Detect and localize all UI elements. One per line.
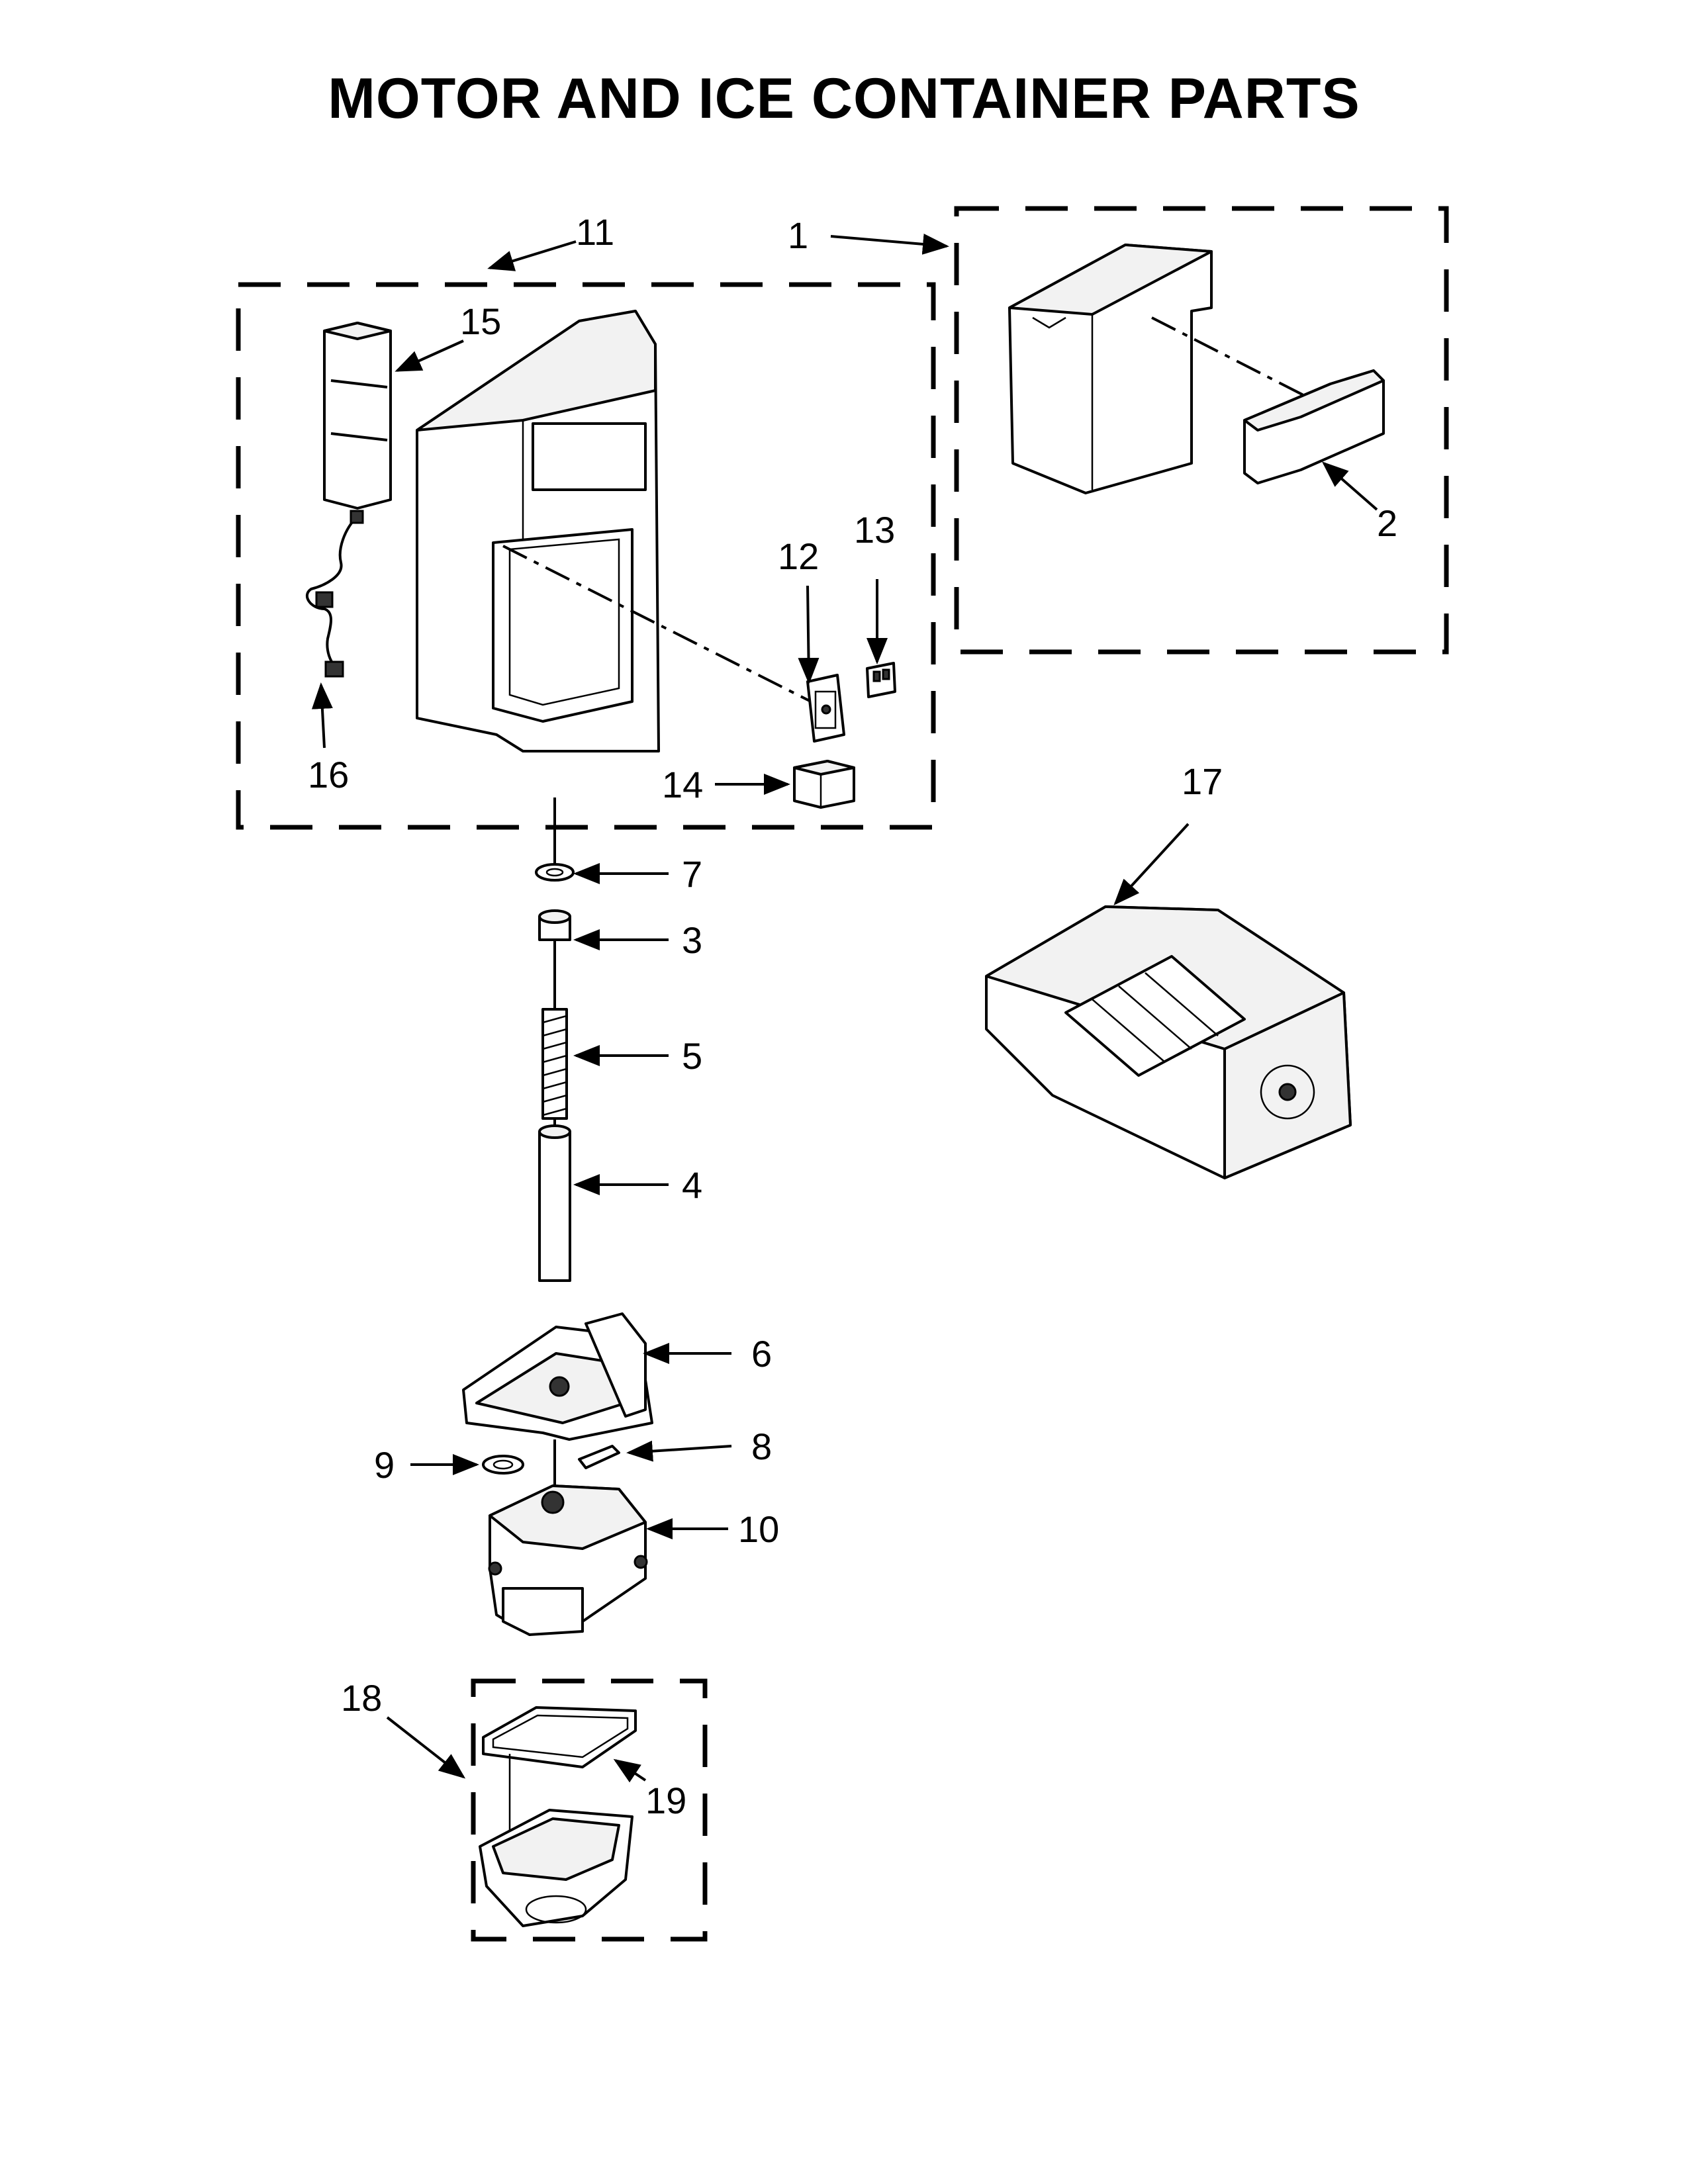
part-13-switch xyxy=(866,662,896,698)
callout-6: 6 xyxy=(751,1333,772,1375)
part-3-coupler xyxy=(538,909,571,1009)
callout-9: 9 xyxy=(374,1444,395,1486)
callout-labels: 11 1 15 2 12 13 16 14 17 7 3 5 4 6 9 8 1… xyxy=(308,211,1397,1821)
callout-2: 2 xyxy=(1377,502,1397,544)
part-1-ice-bucket xyxy=(1008,244,1308,494)
part-10-motor xyxy=(488,1439,648,1636)
callout-14: 14 xyxy=(662,764,703,805)
callout-7: 7 xyxy=(682,853,702,895)
part-9-washer xyxy=(482,1455,524,1475)
part-16-wire-harness xyxy=(305,510,364,678)
callout-4: 4 xyxy=(682,1164,702,1206)
callout-10: 10 xyxy=(738,1508,779,1550)
part-2-bucket-cap xyxy=(1243,369,1385,484)
part-12-switch-bracket xyxy=(806,674,845,743)
leader-lines xyxy=(311,233,1378,1783)
part-18-motor-housing xyxy=(479,1754,633,1927)
group-box-1 xyxy=(954,206,1449,655)
callout-11: 11 xyxy=(576,211,614,253)
part-4-shaft xyxy=(538,1124,571,1282)
callout-5: 5 xyxy=(682,1035,702,1077)
part-19-gasket xyxy=(482,1706,637,1768)
part-17-icemaker xyxy=(985,905,1352,1179)
callout-12: 12 xyxy=(778,535,819,577)
part-8-pin xyxy=(578,1445,620,1469)
callout-3: 3 xyxy=(682,919,702,961)
callout-17: 17 xyxy=(1182,760,1223,802)
group-box-18 xyxy=(471,1678,708,1942)
callout-15: 15 xyxy=(460,300,501,342)
part-15-panel xyxy=(323,322,392,510)
part-11-housing xyxy=(416,310,812,752)
callout-19: 19 xyxy=(645,1780,686,1821)
group-box-11 xyxy=(236,282,936,830)
part-6-motor-mount xyxy=(462,1312,653,1441)
part-5-spring xyxy=(541,1008,568,1125)
part-14-solenoid xyxy=(793,760,855,809)
callout-8: 8 xyxy=(751,1426,772,1467)
callout-16: 16 xyxy=(308,754,349,796)
part-7-washer xyxy=(535,863,575,882)
callout-13: 13 xyxy=(854,509,895,551)
page-title: MOTOR AND ICE CONTAINER PARTS xyxy=(328,67,1360,130)
callout-18: 18 xyxy=(341,1677,382,1719)
callout-1: 1 xyxy=(788,214,808,256)
